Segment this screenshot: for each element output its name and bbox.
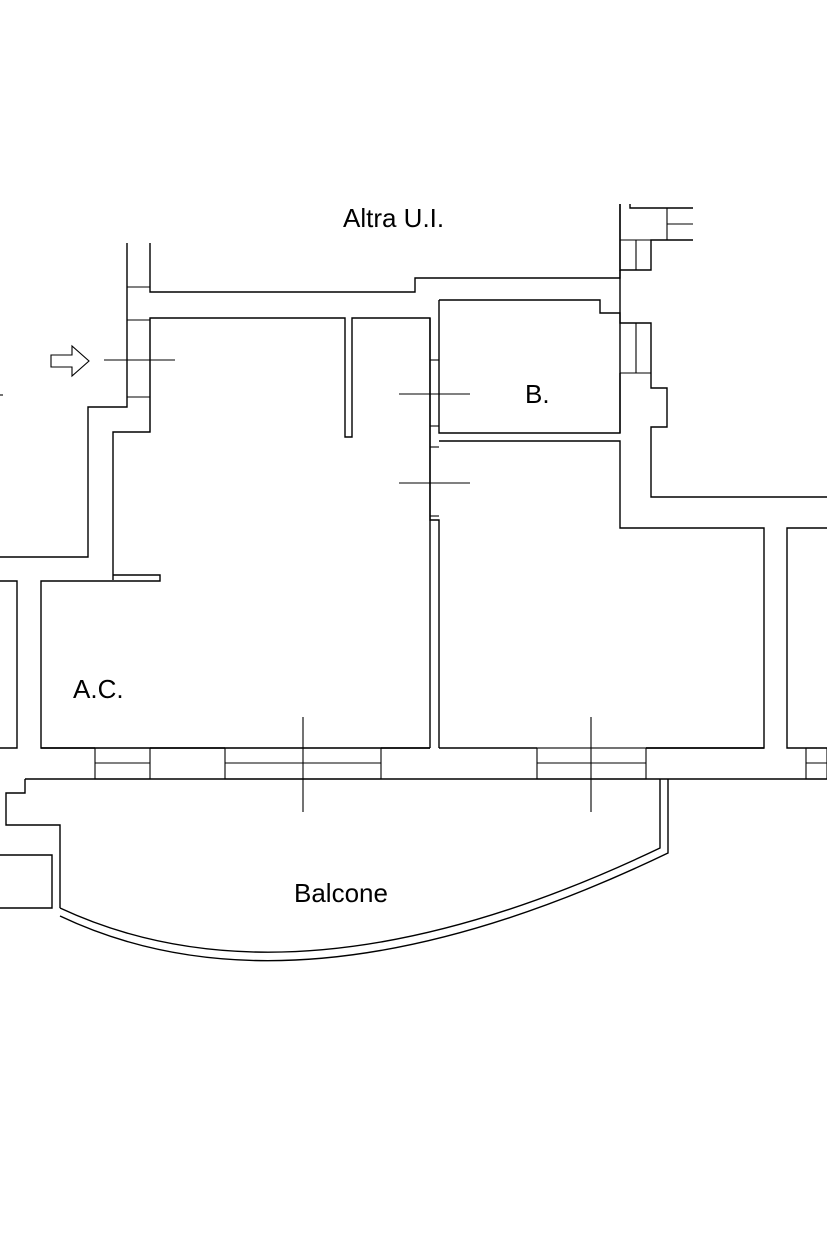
arrow-right-icon <box>50 344 90 378</box>
label-balcone: Balcone <box>294 878 388 908</box>
bathroom-walls <box>429 299 621 748</box>
right-walls <box>439 204 827 749</box>
label-altra-ui: Altra U.I. <box>343 203 444 233</box>
label-bagno: B. <box>525 379 550 409</box>
balcony <box>0 779 669 962</box>
exterior-walls <box>0 204 621 749</box>
door-markers <box>104 359 592 812</box>
front-wall <box>25 747 827 780</box>
label-angolo-cottura: A.C. <box>73 674 124 704</box>
